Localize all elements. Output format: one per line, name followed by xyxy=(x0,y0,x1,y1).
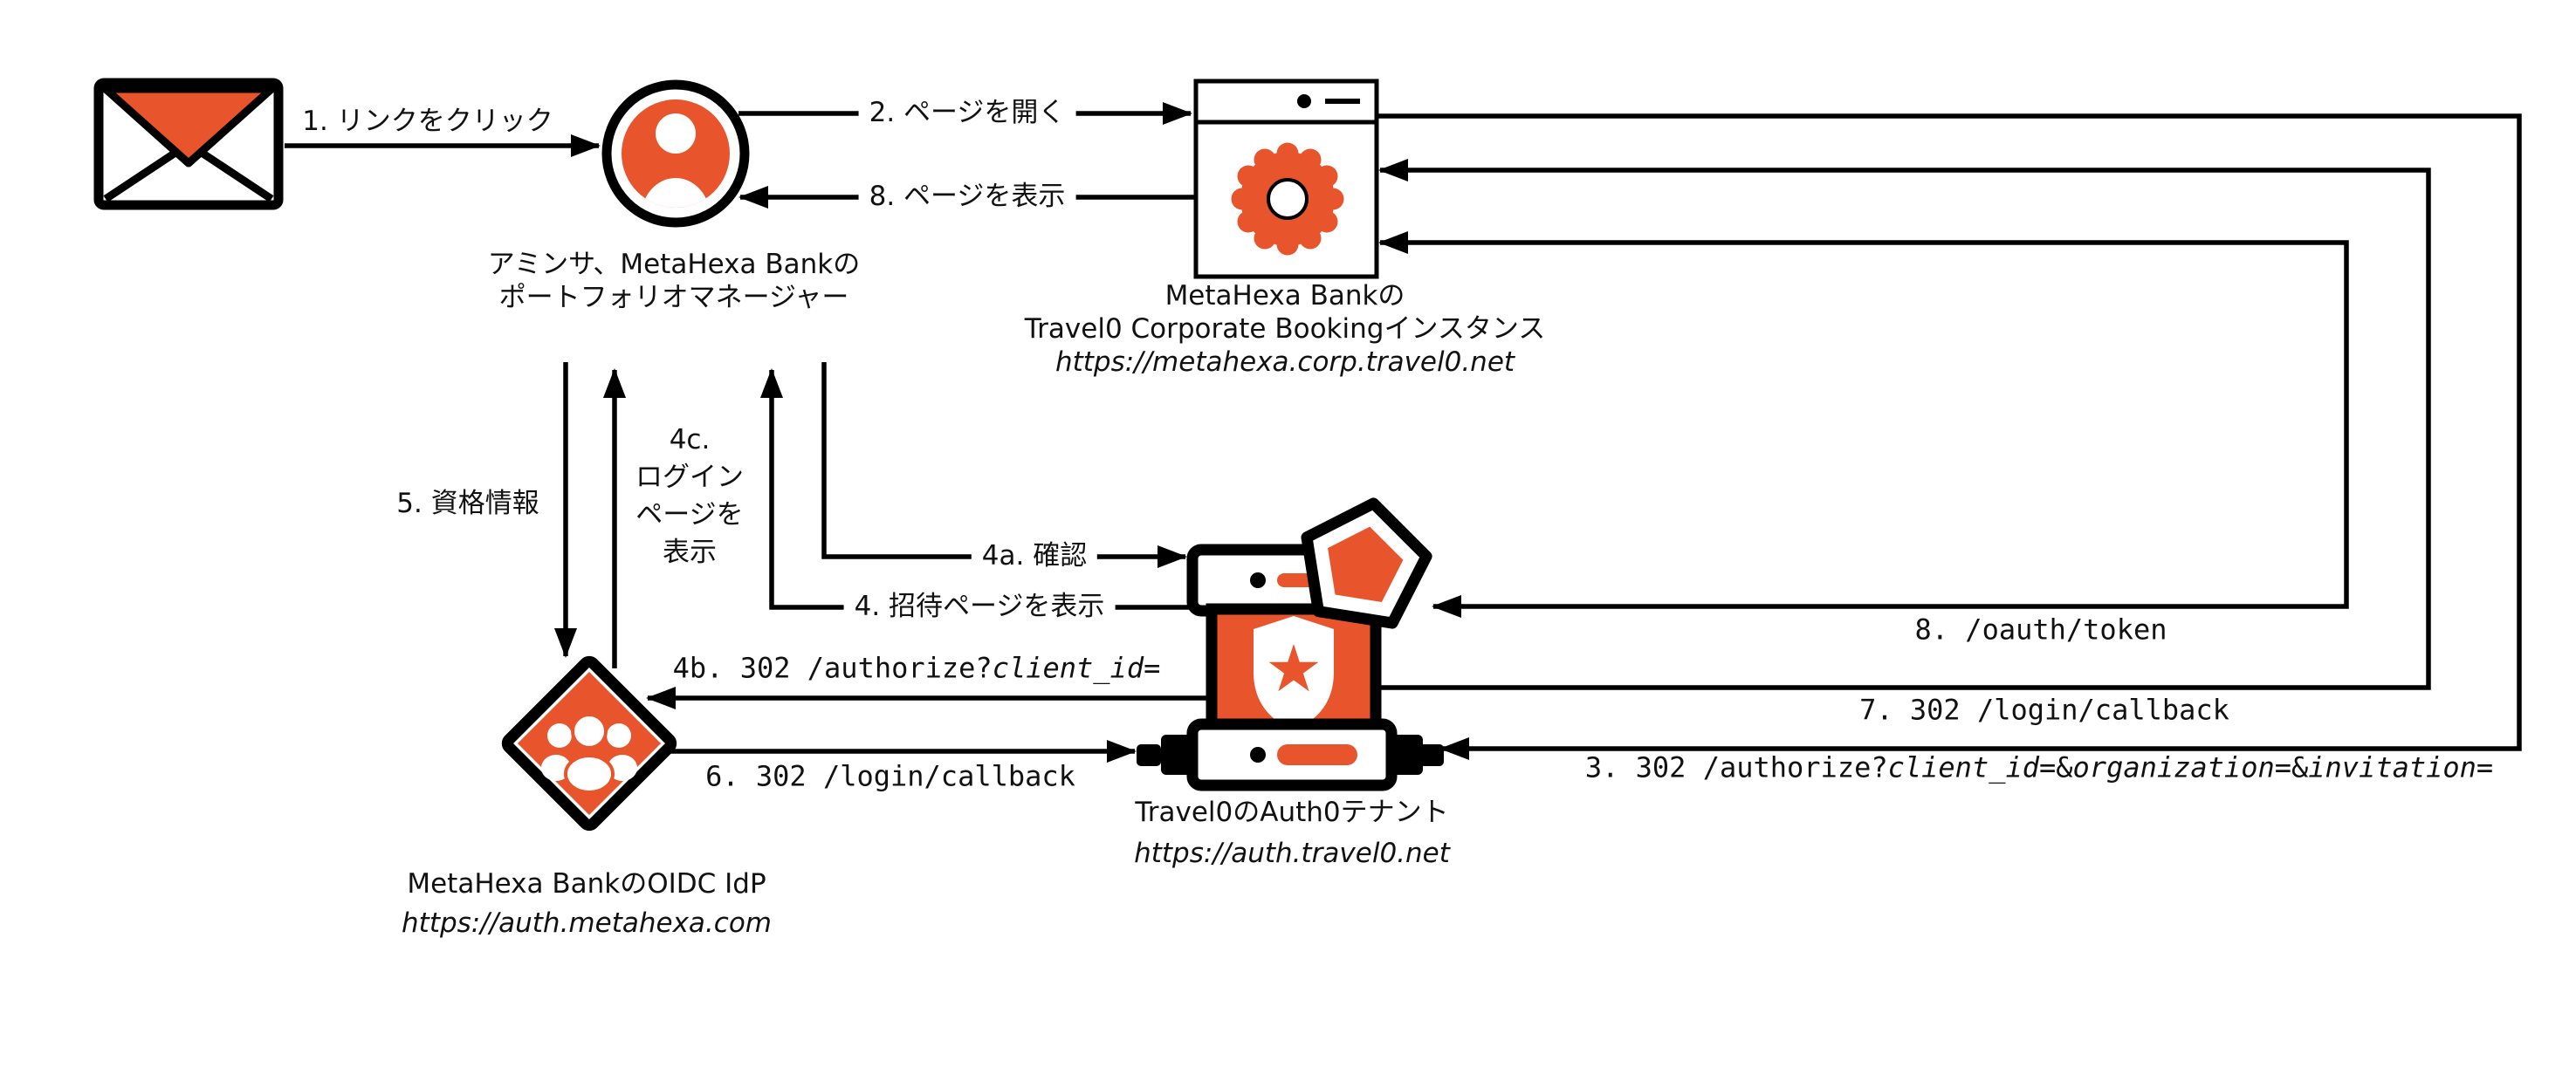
auth0-url: https://auth.travel0.net xyxy=(1134,838,1450,870)
envelope-icon xyxy=(93,78,284,210)
booking-caption-line2: Travel0 Corporate Bookingインスタンス xyxy=(1024,313,1546,346)
label-step8-token: 8. /oauth/token xyxy=(1914,613,2167,647)
label-step1: 1. リンクをクリック xyxy=(302,106,553,138)
label-step8-page: 8. ページを表示 xyxy=(858,181,1076,213)
auth0-shield-icon xyxy=(1254,616,1334,730)
people-group-icon xyxy=(541,713,637,794)
label-step4c-line3: ページを xyxy=(635,499,744,531)
label-step3: 3. 302 /authorize?client_id=&organizatio… xyxy=(1584,750,2494,784)
person-icon xyxy=(601,79,750,228)
label-step5: 5. 資格情報 xyxy=(396,488,539,520)
browser-icon xyxy=(1193,79,1379,279)
idp-diamond-icon xyxy=(501,655,677,832)
connector-lines xyxy=(285,102,2522,763)
label-step4c-line2: ログイン xyxy=(635,462,744,494)
label-step4: 4. 招待ページを表示 xyxy=(843,592,1116,623)
label-step4c-line1: 4c. xyxy=(669,424,711,456)
arrow-step4a xyxy=(821,362,1187,568)
browser-dot xyxy=(1297,94,1311,108)
idp-caption-line1: MetaHexa BankのOIDC IdP xyxy=(407,868,766,900)
label-step4b: 4b. 302 /authorize?client_id= xyxy=(672,651,1161,685)
auth0-server-icon xyxy=(1137,497,1444,791)
auth0-caption-line1: Travel0のAuth0テナント xyxy=(1135,797,1449,829)
user-caption-line1: アミンサ、MetaHexa Bankの xyxy=(487,249,861,281)
label-step4a: 4a. 確認 xyxy=(971,541,1098,572)
label-step4c-line4: 表示 xyxy=(663,537,717,569)
arrow-step8-token xyxy=(1378,231,2349,618)
pentagon-badge-icon xyxy=(1301,497,1432,629)
user-caption-line2: ポートフォリオマネージャー xyxy=(498,282,849,314)
idp-url: https://auth.metahexa.com xyxy=(402,907,772,940)
booking-caption-line1: MetaHexa Bankの xyxy=(1164,280,1405,312)
arrow-step3 xyxy=(1375,113,2522,760)
booking-url: https://metahexa.corp.travel0.net xyxy=(1054,346,1515,379)
label-step2: 2. ページを開く xyxy=(858,98,1076,129)
gear-icon xyxy=(1231,142,1344,256)
label-step7: 7. 302 /login/callback xyxy=(1859,693,2229,727)
arrow-step7 xyxy=(1376,159,2431,690)
browser-dash xyxy=(1325,99,1360,104)
label-step6: 6. 302 /login/callback xyxy=(705,759,1075,793)
